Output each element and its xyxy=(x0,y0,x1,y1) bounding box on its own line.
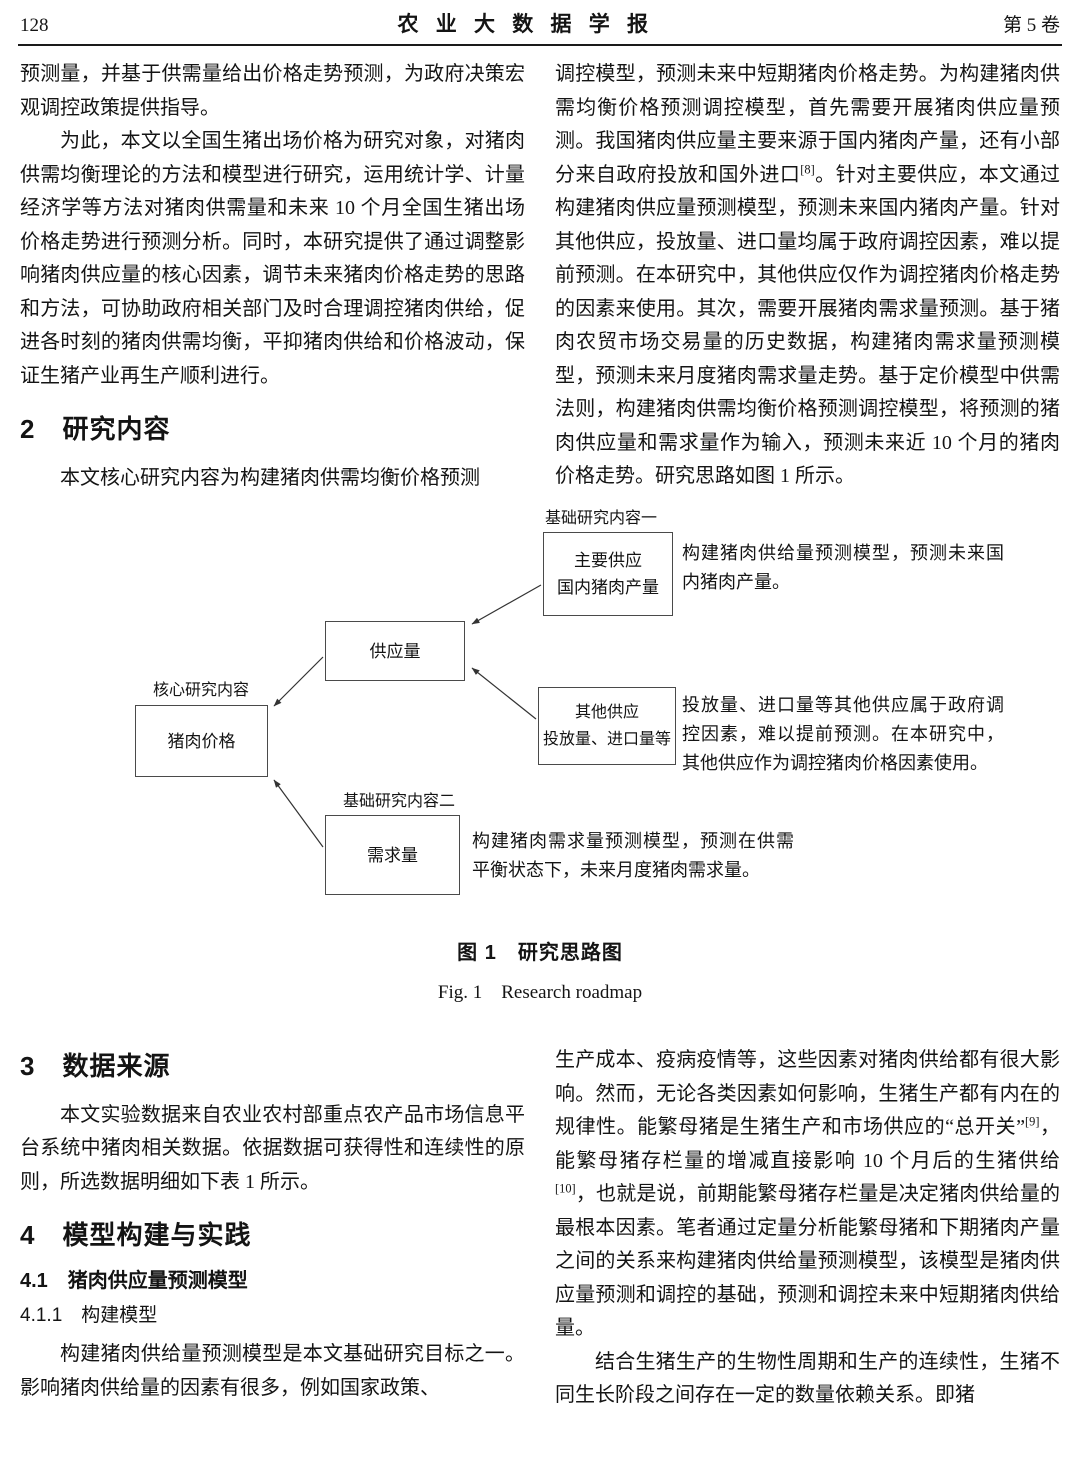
left-column-top: 预测量，并基于供需量给出价格走势预测，为政府决策宏观调控政策提供指导。 为此，本… xyxy=(20,58,525,495)
figure-caption-zh: 图 1 研究思路图 xyxy=(457,942,623,964)
box-main-supply: 主要供应 国内猪肉产量 xyxy=(543,532,673,616)
journal-title: 农 业 大 数 据 学 报 xyxy=(397,12,654,36)
section-4-1-1-heading: 4.1.1 构建模型 xyxy=(20,1304,158,1326)
reference-10: [10] xyxy=(555,1181,576,1196)
reference-8: [8] xyxy=(800,161,815,176)
label-basic-content-2: 基础研究内容二 xyxy=(343,793,456,810)
reference-9: [9] xyxy=(1025,1114,1040,1129)
paragraph-section2-lead: 本文核心研究内容为构建猪肉供需均衡价格预测 xyxy=(60,466,480,489)
bottom-text-columns: 3 数据来源 本文实验数据来自农业农村部重点农产品市场信息平台系统中猪肉相关数据… xyxy=(0,1032,1080,1413)
box-pork-price-label: 猪肉价格 xyxy=(167,731,236,751)
text-segment: 调控模型，预测未来中短期猪肉价格走势。为构建猪肉供需均衡价格预测调控模型，首先需… xyxy=(555,63,1060,186)
arrow-supply-to-price xyxy=(273,656,324,707)
arrow-main-supply-to-supply xyxy=(471,584,542,625)
paragraph-data-source: 本文实验数据来自农业农村部重点农产品市场信息平台系统中猪肉相关数据。依据数据可获… xyxy=(20,1103,525,1193)
section-4-1-heading: 4.1 猪肉供应量预测模型 xyxy=(20,1269,248,1292)
research-roadmap-diagram: 基础研究内容一 主要供应 国内猪肉产量 构建猪肉供给量预测模型，预测未来国内猪肉… xyxy=(20,509,1060,904)
box-pork-price: 猪肉价格 xyxy=(135,705,268,777)
annotation-other-supply: 投放量、进口量等其他供应属于政府调控因素，难以提前预测。在本研究中，其他供应作为… xyxy=(682,695,1004,773)
paragraph-overview: 为此，本文以全国生猪出场价格为研究对象，对猪肉供需均衡理论的方法和模型进行研究，… xyxy=(20,130,525,387)
figure-1: 基础研究内容一 主要供应 国内猪肉产量 构建猪肉供给量预测模型，预测未来国内猪肉… xyxy=(0,509,1080,1004)
label-basic-content-1: 基础研究内容一 xyxy=(545,510,658,527)
box-supply-label: 供应量 xyxy=(369,641,421,661)
top-text-columns: 预测量，并基于供需量给出价格走势预测，为政府决策宏观调控政策提供指导。 为此，本… xyxy=(0,46,1080,495)
figure-caption: 图 1 研究思路图 Fig. 1 Research roadmap xyxy=(0,936,1080,1004)
right-column-top: 调控模型，预测未来中短期猪肉价格走势。为构建猪肉供需均衡价格预测调控模型，首先需… xyxy=(555,58,1060,495)
paragraph-continued: 预测量，并基于供需量给出价格走势预测，为政府决策宏观调控政策提供指导。 xyxy=(20,63,525,119)
box-demand: 需求量 xyxy=(325,815,460,895)
section-2-heading: 2 研究内容 xyxy=(20,414,171,444)
header-rule xyxy=(18,44,1062,46)
box-main-supply-line1: 主要供应 xyxy=(574,551,642,570)
box-supply: 供应量 xyxy=(325,621,465,681)
box-main-supply-line2: 国内猪肉产量 xyxy=(557,578,659,597)
annotation-demand: 构建猪肉需求量预测模型，预测在供需平衡状态下，未来月度猪肉需求量。 xyxy=(472,831,794,880)
box-other-supply-line1: 其他供应 xyxy=(574,704,639,721)
paragraph-biological-cycle: 结合生猪生产的生物性周期和生产的连续性，生猪不同生长阶段之间存在一定的数量依赖关… xyxy=(555,1350,1060,1407)
section-4-heading: 4 模型构建与实践 xyxy=(20,1220,252,1250)
text-segment: 生产成本、疫病疫情等，这些因素对猪肉供给都有很大影响。然而，无论各类因素如何影响… xyxy=(555,1049,1060,1138)
right-column-bottom: 生产成本、疫病疫情等，这些因素对猪肉供给都有很大影响。然而，无论各类因素如何影响… xyxy=(555,1044,1060,1413)
paragraph-research-content: 调控模型，预测未来中短期猪肉价格走势。为构建猪肉供需均衡价格预测调控模型，首先需… xyxy=(555,58,1060,494)
annotation-main-supply: 构建猪肉供给量预测模型，预测未来国内猪肉产量。 xyxy=(682,543,1004,592)
text-segment: ，能繁母猪存栏量的增减直接影响 10 个月后的生猪供给 xyxy=(555,1116,1061,1172)
box-other-supply-line2: 投放量、进口量等 xyxy=(542,731,671,748)
arrow-connectors xyxy=(273,584,542,848)
section-3-heading: 3 数据来源 xyxy=(20,1051,171,1081)
arrow-other-supply-to-supply xyxy=(471,667,537,720)
arrow-demand-to-price xyxy=(273,779,324,848)
text-segment: 。针对主要供应，本文通过构建猪肉供应量预测模型，预测未来国内猪肉产量。针对其他供… xyxy=(555,163,1061,488)
paragraph-factors: 生产成本、疫病疫情等，这些因素对猪肉供给都有很大影响。然而，无论各类因素如何影响… xyxy=(555,1044,1060,1346)
box-other-supply: 其他供应 投放量、进口量等 xyxy=(538,687,676,765)
page-number: 128 xyxy=(20,15,49,36)
box-demand-label: 需求量 xyxy=(367,845,418,865)
label-core-content: 核心研究内容 xyxy=(153,682,250,699)
page-header: 128 农 业 大 数 据 学 报 第 5 卷 xyxy=(0,0,1080,42)
left-column-bottom: 3 数据来源 本文实验数据来自农业农村部重点农产品市场信息平台系统中猪肉相关数据… xyxy=(20,1044,525,1413)
figure-caption-en: Fig. 1 Research roadmap xyxy=(437,982,643,1003)
volume-label: 第 5 卷 xyxy=(1002,15,1060,36)
paragraph-build-model: 构建猪肉供给量预测模型是本文基础研究目标之一。影响猪肉供给量的因素有很多，例如国… xyxy=(20,1343,525,1399)
text-segment: ，也就是说，前期能繁母猪存栏量是决定猪肉供给量的最根本因素。笔者通过定量分析能繁… xyxy=(555,1183,1060,1339)
